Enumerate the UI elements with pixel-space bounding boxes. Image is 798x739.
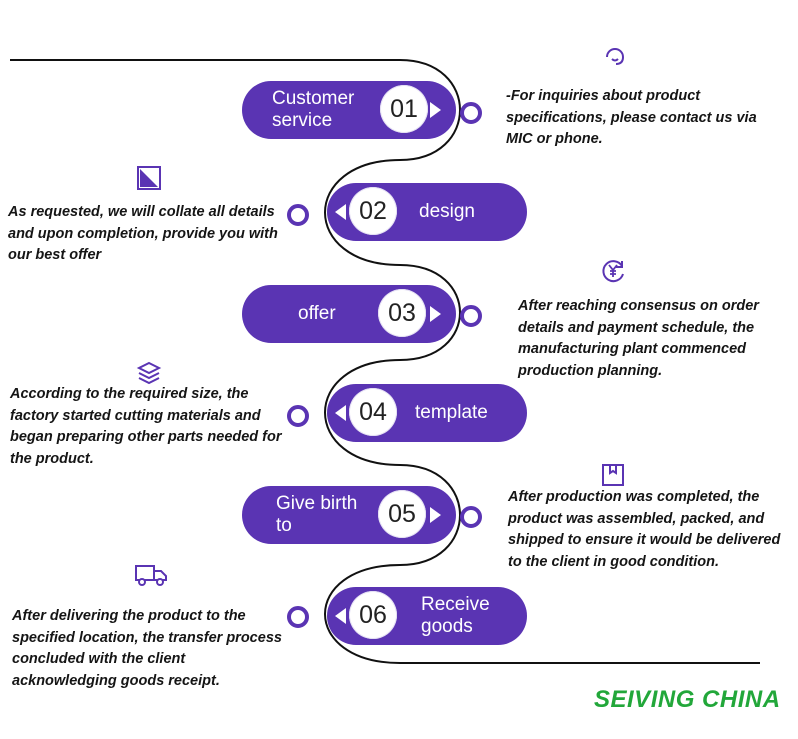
arrow-right-icon: [430, 507, 441, 523]
step-number-01: 01: [380, 85, 428, 133]
node-06: [287, 606, 309, 628]
yen-refresh-icon: [602, 260, 624, 283]
arrow-left-icon: [335, 405, 346, 421]
step-label-04: template: [415, 402, 488, 423]
step-label-03: offer: [298, 303, 336, 324]
step-number-02: 02: [349, 187, 397, 235]
step-number-03: 03: [378, 289, 426, 337]
step-number-04: 04: [349, 388, 397, 436]
arrow-left-icon: [335, 608, 346, 624]
step-label-01: Customer service: [272, 88, 355, 131]
node-01: [460, 102, 482, 124]
step-desc-04: According to the required size, the fact…: [10, 386, 282, 467]
node-04: [287, 405, 309, 427]
step-pill-04: 04 template: [327, 384, 527, 442]
step-pill-02: 02 design: [327, 183, 527, 241]
arrow-left-icon: [335, 204, 346, 220]
step-label-05: Give birth to: [276, 493, 358, 536]
arrow-right-icon: [430, 102, 441, 118]
step-pill-06: 06 Receive goods: [327, 587, 527, 645]
node-02: [287, 204, 309, 226]
step-desc-06: After delivering the product to the spec…: [12, 608, 282, 689]
truck-icon: [135, 565, 167, 586]
step-desc-05: After production was completed, the prod…: [508, 489, 781, 570]
step-pill-01: Customer service 01: [242, 81, 456, 139]
arrow-right-icon: [430, 306, 441, 322]
step-label-02: design: [419, 201, 475, 222]
node-03: [460, 305, 482, 327]
step-desc-02: As requested, we will collate all detail…: [8, 204, 278, 263]
step-pill-05: Give birth to 05: [242, 486, 456, 544]
step-desc-03: After reaching consensus on order detail…: [518, 298, 759, 379]
layers-icon: [136, 361, 162, 385]
box-icon: [602, 464, 624, 486]
node-05: [460, 506, 482, 528]
step-number-06: 06: [349, 591, 397, 639]
step-number-05: 05: [378, 490, 426, 538]
design-icon: [137, 166, 161, 190]
step-pill-03: offer 03: [242, 285, 456, 343]
step-label-06: Receive goods: [421, 594, 490, 637]
step-desc-01: -For inquiries about product specificati…: [506, 88, 757, 147]
headset-icon: [606, 48, 624, 65]
brand-text: SEIVING CHINA: [594, 686, 781, 713]
